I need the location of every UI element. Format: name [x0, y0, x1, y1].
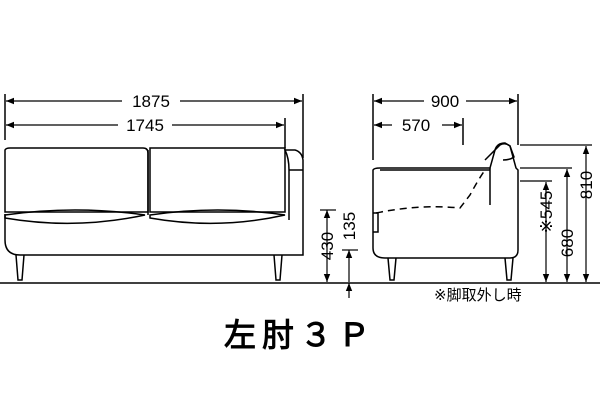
front-seat-cushion-left [4, 209, 146, 225]
product-title: 左肘３Ｐ [223, 316, 376, 354]
dim-430-label: 430 [318, 232, 337, 260]
side-headrest [484, 142, 515, 161]
front-view [4, 94, 304, 281]
dim-810-label: 810 [577, 171, 596, 199]
front-base [4, 149, 304, 256]
leg-removed-note: ※脚取外し時 [434, 286, 522, 304]
front-leg-right [273, 254, 283, 281]
dim-1745-label: 1745 [126, 116, 164, 135]
dim-1875-label: 1875 [132, 92, 170, 111]
dim-900-label: 900 [431, 92, 459, 111]
front-back-cushion-left [4, 147, 149, 213]
dim-570-label: 570 [402, 116, 430, 135]
front-back-cushion-right [149, 147, 286, 213]
side-leg-back [504, 257, 514, 281]
side-view [372, 94, 519, 281]
dim-680-label: 680 [558, 229, 577, 257]
front-seat-cushion-right [149, 209, 286, 225]
side-leg-front [387, 257, 397, 281]
side-seat-dashed [375, 169, 486, 214]
dim-135-label: 135 [340, 212, 359, 240]
dim-545-label: ※545 [537, 191, 556, 234]
side-body [372, 142, 519, 259]
front-leg-left [15, 254, 25, 281]
